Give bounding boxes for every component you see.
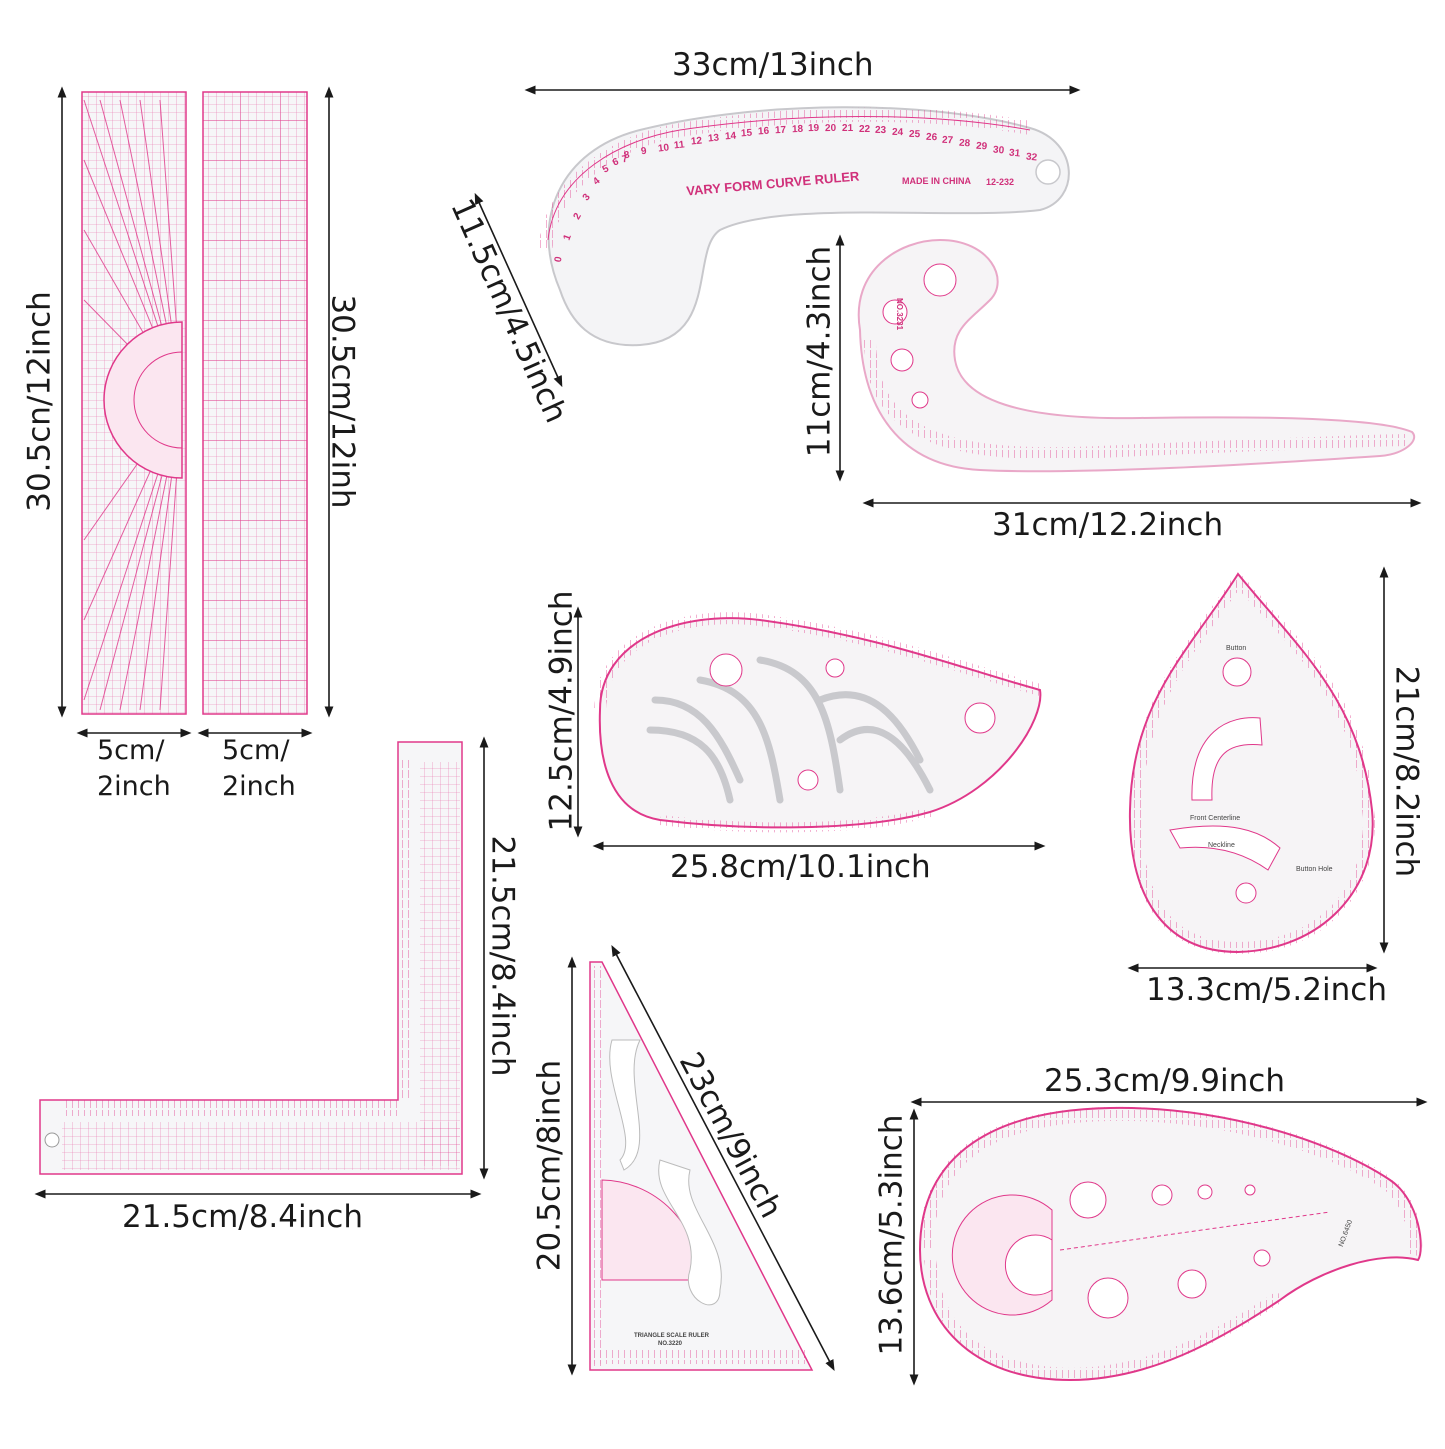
- vary-scale-number: 32: [1025, 151, 1038, 164]
- vary-ruler-model: 12-232: [986, 177, 1015, 187]
- dim-large-curve-width: 25.3cm/9.9inch: [1044, 1063, 1285, 1099]
- vary-scale-number: 16: [757, 126, 770, 138]
- vary-scale-number: 27: [941, 134, 954, 146]
- drop-label-neckline: Neckline: [1208, 842, 1235, 849]
- vary-scale-number: 28: [958, 137, 971, 150]
- straight-ruler-right: [202, 91, 308, 715]
- dim-straight-ruler-2-length: 30.5cm/12inh: [324, 294, 361, 509]
- vary-scale-number: 13: [707, 132, 720, 145]
- dim-l-square-height: 21.5cm/8.4inch: [484, 835, 521, 1077]
- triangle-ruler-model: NO.3220: [658, 1341, 683, 1347]
- l-square-ruler: [39, 741, 463, 1175]
- hip-curve-ruler: [857, 238, 1415, 473]
- dim-straight-ruler-2-width-line1: 5cm/: [222, 735, 290, 766]
- vary-scale-number: 10: [656, 142, 670, 155]
- drop-label-front-centerline: Front Centerline: [1190, 815, 1241, 822]
- dim-straight-ruler-1-length: 30.5cn/12inch: [21, 291, 58, 512]
- dim-drop-height: 21cm/8.2inch: [1388, 665, 1425, 878]
- vary-ruler-made-in: MADE IN CHINA: [902, 176, 971, 186]
- dim-french-curve-width: 31cm/12.2inch: [992, 507, 1224, 543]
- large-armhole-curve-ruler: [918, 1106, 1423, 1382]
- dim-straight-ruler-1-width-line1: 5cm/: [97, 735, 165, 766]
- dim-l-square-width: 21.5cm/8.4inch: [122, 1199, 363, 1235]
- vary-scale-number: 25: [908, 129, 921, 141]
- drop-label-button-hole: Button Hole: [1296, 866, 1333, 873]
- vary-scale-number: 30: [992, 144, 1005, 157]
- vary-scale-number: 23: [875, 125, 887, 137]
- dim-straight-ruler-2-width-line2: 2inch: [222, 771, 296, 802]
- leaf-curve-ruler: [594, 612, 1042, 833]
- vary-scale-number: 11: [673, 138, 686, 152]
- vary-scale-number: 15: [740, 127, 753, 140]
- vary-scale-number: 22: [858, 124, 870, 136]
- vary-scale-number: 18: [791, 123, 803, 135]
- dim-leaf-height: 12.5cm/4.9inch: [543, 590, 580, 832]
- vary-scale-number: 29: [975, 140, 988, 153]
- dim-drop-width: 13.3cm/5.2inch: [1146, 972, 1387, 1008]
- triangle-ruler-name: TRIANGLE SCALE RULER: [634, 1333, 709, 1339]
- vary-form-curve-ruler: [538, 106, 1070, 347]
- vary-scale-number: 12: [690, 135, 703, 148]
- vary-scale-number: 21: [841, 123, 853, 135]
- vary-scale-number: 26: [925, 131, 937, 143]
- dim-triangle-height: 20.5cm/8inch: [531, 1059, 568, 1272]
- vary-scale-number: 9: [640, 146, 647, 158]
- vary-scale-number: 17: [774, 124, 787, 137]
- dim-straight-ruler-1-width-line2: 2inch: [97, 771, 171, 802]
- straight-ruler-left: [81, 91, 187, 715]
- drop-curve-ruler: [1128, 572, 1375, 954]
- dim-french-curve-height: 11cm/4.3inch: [801, 245, 838, 458]
- triangle-scale-ruler: [589, 961, 814, 1371]
- dim-leaf-width: 25.8cm/10.1inch: [670, 849, 931, 885]
- vary-scale-number: 20: [824, 122, 837, 135]
- dim-large-curve-height: 13.6cm/5.3inch: [873, 1114, 910, 1356]
- dim-vary-curve-width: 33cm/13inch: [672, 47, 874, 83]
- vary-scale-number: 31: [1008, 147, 1021, 160]
- vary-scale-number: 24: [891, 126, 904, 139]
- french-ruler-model: NO.3231: [895, 298, 904, 331]
- drop-label-button: Button: [1226, 645, 1247, 652]
- vary-scale-number: 14: [724, 130, 737, 143]
- vary-scale-number: 19: [808, 122, 820, 135]
- vary-scale-number: 8: [623, 149, 631, 162]
